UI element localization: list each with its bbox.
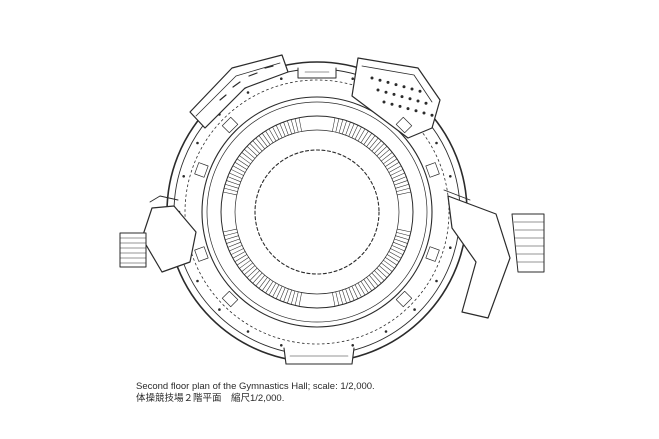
northeast-hall-seats xyxy=(370,76,434,117)
service-rooms xyxy=(194,116,440,308)
north-entrance xyxy=(297,67,337,79)
west-ramp xyxy=(141,195,197,273)
northeast-wing xyxy=(351,57,441,139)
south-entrance xyxy=(283,347,355,365)
arena-floor xyxy=(254,149,380,275)
east-ramp xyxy=(443,189,511,319)
plan-caption: Second floor plan of the Gymnastics Hall… xyxy=(136,381,375,405)
east-stair xyxy=(511,213,545,273)
west-stair xyxy=(119,232,147,268)
concourse-ring xyxy=(201,96,433,328)
seating-rings xyxy=(220,115,414,309)
caption-english: Second floor plan of the Gymnastics Hall… xyxy=(136,381,375,392)
seating-rows xyxy=(222,117,412,307)
northwest-wing xyxy=(189,54,289,129)
caption-japanese: 体操競技場２階平面 縮尺1/2,000. xyxy=(136,393,285,404)
